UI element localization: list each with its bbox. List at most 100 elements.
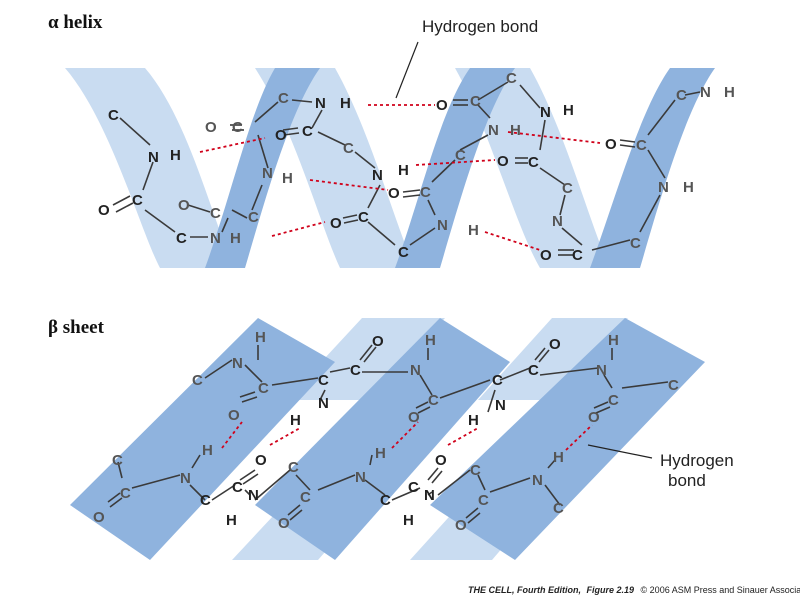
atom-o: O xyxy=(275,127,287,144)
atom-h: H xyxy=(468,222,479,239)
atom-n: N xyxy=(248,487,259,504)
beta-sheet-title: β sheet xyxy=(48,317,105,338)
atom-h: H xyxy=(398,162,409,179)
atom-c: C xyxy=(398,244,409,261)
atom-h: H xyxy=(608,332,619,349)
atom-c: C xyxy=(176,230,187,247)
atom-h: H xyxy=(202,442,213,459)
atom-n: N xyxy=(540,104,551,121)
atom-c: C xyxy=(470,93,481,110)
atom-o: O xyxy=(330,215,342,232)
atom-c: C xyxy=(210,205,221,222)
helix-ribbon-front-2 xyxy=(395,68,515,268)
sheet-atoms-front: C C O N H C C O N H O C N C H O C N C H xyxy=(200,333,561,529)
atom-n: N xyxy=(700,84,711,101)
atom-c: C xyxy=(506,70,517,87)
atom-o: O xyxy=(98,202,110,219)
sheet-atoms-back: C H N C O H N C O H N C O C C C O N H C … xyxy=(93,329,679,534)
beta-callout-leader xyxy=(587,444,653,459)
atom-c: C xyxy=(380,492,391,509)
atom-c: C xyxy=(528,154,539,171)
sheet-plane-light-4 xyxy=(478,318,628,400)
atom-n: N xyxy=(658,179,669,196)
atom-h: H xyxy=(724,84,735,101)
beta-hbond-callout-line1: Hydrogen xyxy=(660,451,734,470)
atom-h: H xyxy=(255,329,266,346)
helix-atoms-back: N H O C N H C O C C C C N H C N C C H C … xyxy=(178,70,735,252)
helix-ribbon-back-3 xyxy=(455,68,610,268)
atom-o: O xyxy=(255,452,267,469)
atom-h: H xyxy=(290,412,301,429)
credit-book: THE CELL, Fourth Edition, xyxy=(468,585,581,595)
atom-n: N xyxy=(355,469,366,486)
atom-o: O xyxy=(436,97,448,114)
alpha-callout-leader xyxy=(395,41,419,99)
atom-n: N xyxy=(596,362,607,379)
atom-n: N xyxy=(180,470,191,487)
atom-h: H xyxy=(403,512,414,529)
atom-n: N xyxy=(410,362,421,379)
atom-o: O xyxy=(93,509,105,526)
atom-c: C xyxy=(668,377,679,394)
atom-n: N xyxy=(488,122,499,139)
atom-c: C xyxy=(232,119,243,136)
helix-ribbon-back-1 xyxy=(65,68,235,268)
atom-n: N xyxy=(318,395,329,412)
atom-n: N xyxy=(262,165,273,182)
atom-n: N xyxy=(315,95,326,112)
atom-c: C xyxy=(428,392,439,409)
atom-n: N xyxy=(552,213,563,230)
atom-h: H xyxy=(375,445,386,462)
atom-o: O xyxy=(540,247,552,264)
atom-h: H xyxy=(468,412,479,429)
atom-n: N xyxy=(148,149,159,166)
atom-c: C xyxy=(420,184,431,201)
atom-c: C xyxy=(455,147,466,164)
credit-copyright: © 2006 ASM Press and Sinauer Associates,… xyxy=(641,585,800,595)
atom-c: C xyxy=(120,485,131,502)
atom-o: O xyxy=(388,185,400,202)
atom-o: O xyxy=(588,409,600,426)
atom-o: O xyxy=(228,407,240,424)
atom-c: C xyxy=(358,209,369,226)
atom-c: C xyxy=(232,479,243,496)
atom-n: N xyxy=(424,487,435,504)
helix-hydrogen-bonds xyxy=(199,104,601,251)
helix-ribbon-front-1 xyxy=(205,68,320,268)
atom-c: C xyxy=(676,87,687,104)
atom-c: C xyxy=(112,452,123,469)
atom-c: C xyxy=(300,489,311,506)
sheet-hydrogen-bonds xyxy=(221,421,593,451)
atom-h: H xyxy=(230,230,241,247)
atom-c: C xyxy=(608,392,619,409)
atom-c: C xyxy=(572,247,583,264)
atom-o: O xyxy=(497,153,509,170)
atom-c: C xyxy=(630,235,641,252)
atom-o: O xyxy=(205,119,217,136)
atom-o: O xyxy=(372,333,384,350)
atom-o: O xyxy=(605,136,617,153)
atom-o: O xyxy=(435,452,447,469)
sheet-plane-dark-2 xyxy=(255,318,510,560)
atom-c: C xyxy=(318,372,329,389)
helix-backbone-bonds xyxy=(112,81,701,256)
atom-h: H xyxy=(425,332,436,349)
atom-h: H xyxy=(563,102,574,119)
atom-c: C xyxy=(258,380,269,397)
sheet-plane-dark-1 xyxy=(70,318,335,560)
atom-h: H xyxy=(170,147,181,164)
atom-h: H xyxy=(683,179,694,196)
atom-n: N xyxy=(437,217,448,234)
atom-h: H xyxy=(226,512,237,529)
atom-o: O xyxy=(455,517,467,534)
atom-o: O xyxy=(408,409,420,426)
atom-c: C xyxy=(278,90,289,107)
atom-n: N xyxy=(232,355,243,372)
helix-ribbon-front-3 xyxy=(590,68,715,268)
beta-hbond-callout-line2: bond xyxy=(668,471,706,490)
beta-sheet-panel: C C O N H C C O N H O C N C H O C N C H … xyxy=(48,317,734,560)
atom-c: C xyxy=(553,500,564,517)
sheet-plane-dark-3 xyxy=(430,318,705,560)
atom-c: C xyxy=(132,192,143,209)
